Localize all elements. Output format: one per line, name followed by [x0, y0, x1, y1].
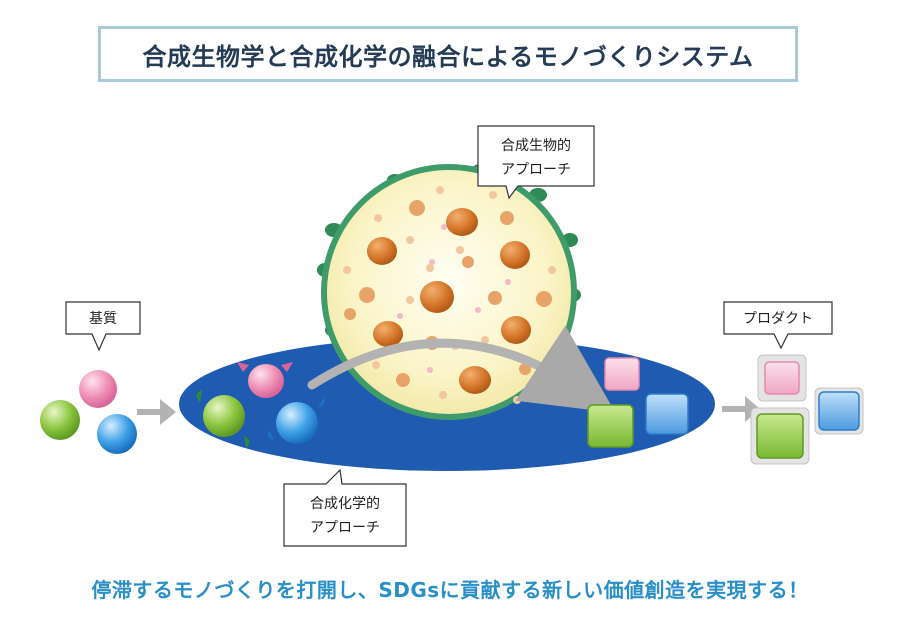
reacting-molecules	[196, 362, 326, 448]
chem-approach-line1: 合成化学的	[310, 496, 380, 512]
callout-chem-approach: 合成化学的 アプローチ	[283, 468, 407, 547]
bio-approach-line1: 合成生物的	[501, 138, 571, 154]
callout-bio-approach: 合成生物的 アプローチ	[477, 125, 595, 200]
substrate-molecules	[40, 370, 137, 454]
tagline: 停滞するモノづくりを打開し、SDGsに貢献する新しい価値創造を実現する！	[91, 578, 809, 602]
substrate-label: 基質	[89, 310, 117, 327]
callout-substrate: 基質	[65, 301, 141, 352]
arrow-right-icon	[137, 399, 176, 425]
bio-approach-line2: アプローチ	[501, 162, 571, 178]
callout-product: プロダクト	[723, 301, 833, 350]
chem-approach-line2: アプローチ	[310, 520, 380, 536]
intermediate-products	[587, 357, 689, 448]
process-arrow	[307, 325, 616, 413]
product-label: プロダクト	[743, 311, 813, 327]
page-title: 合成生物学と合成化学の融合によるモノづくりシステム	[142, 42, 754, 71]
product-icons	[750, 354, 864, 465]
title-box: 合成生物学と合成化学の融合によるモノづくりシステム	[98, 26, 798, 82]
